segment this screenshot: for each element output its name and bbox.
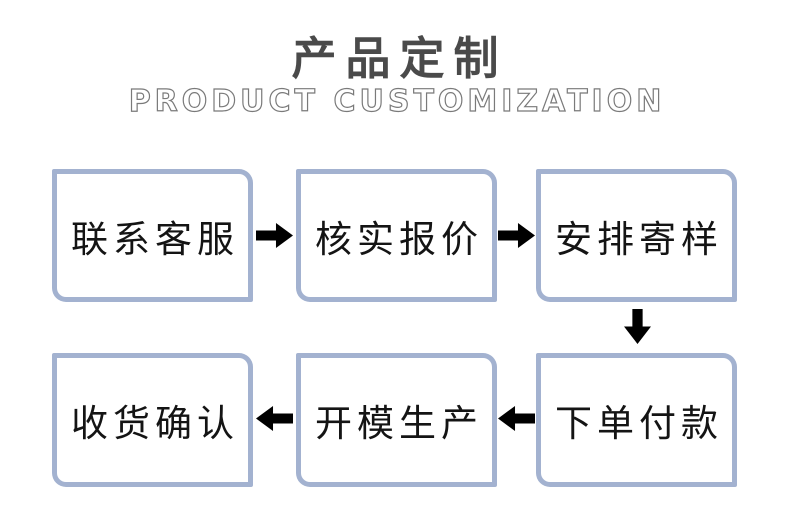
step-order-payment: 下单付款 <box>536 353 737 487</box>
step-receipt-confirm: 收货确认 <box>52 353 253 487</box>
step-mold-production: 开模生产 <box>296 353 497 487</box>
arrow-left-icon <box>498 406 535 431</box>
step-label: 开模生产 <box>315 402 483 445</box>
step-label: 联系客服 <box>71 217 239 261</box>
step-label: 核实报价 <box>315 217 483 261</box>
arrow-down-icon <box>624 309 651 344</box>
arrow-left-icon <box>256 406 293 431</box>
arrow-right-icon <box>256 223 293 248</box>
step-label: 下单付款 <box>555 402 723 445</box>
page-title: 产品定制 <box>291 32 508 85</box>
arrow-right-icon <box>498 223 535 248</box>
step-contact-service: 联系客服 <box>52 169 253 302</box>
step-arrange-sample: 安排寄样 <box>536 169 737 302</box>
step-label: 收货确认 <box>71 402 239 445</box>
step-label: 安排寄样 <box>555 217 723 261</box>
page-subtitle: PRODUCT CUSTOMIZATION <box>128 83 666 119</box>
step-verify-quote: 核实报价 <box>296 169 497 302</box>
